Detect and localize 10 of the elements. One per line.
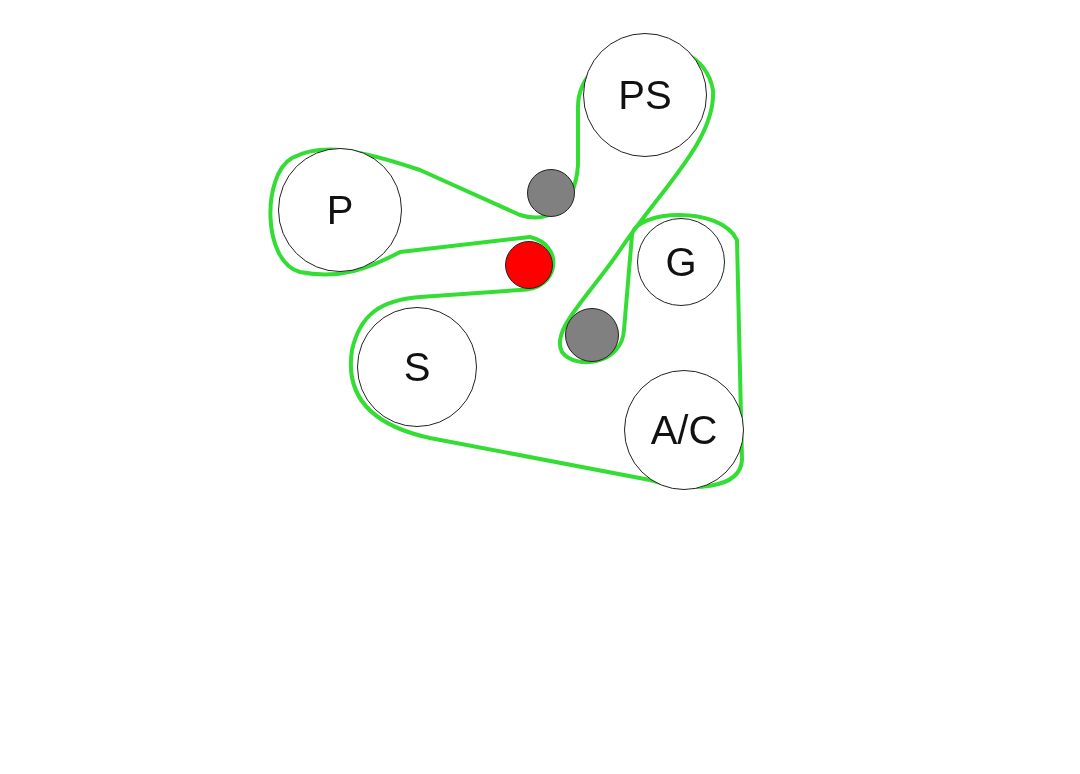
pulley-circle	[637, 218, 725, 306]
pulley-label: S	[403, 347, 431, 387]
pulley-label: G	[665, 242, 697, 282]
pulley-label: P	[326, 190, 354, 230]
idler-pulley	[527, 169, 575, 217]
pulley-label: PS	[618, 75, 672, 115]
pulley-label: A/C	[650, 410, 718, 450]
pulley-circle	[278, 148, 402, 272]
idler-pulley	[565, 308, 619, 362]
tensioner-pulley	[505, 241, 553, 289]
